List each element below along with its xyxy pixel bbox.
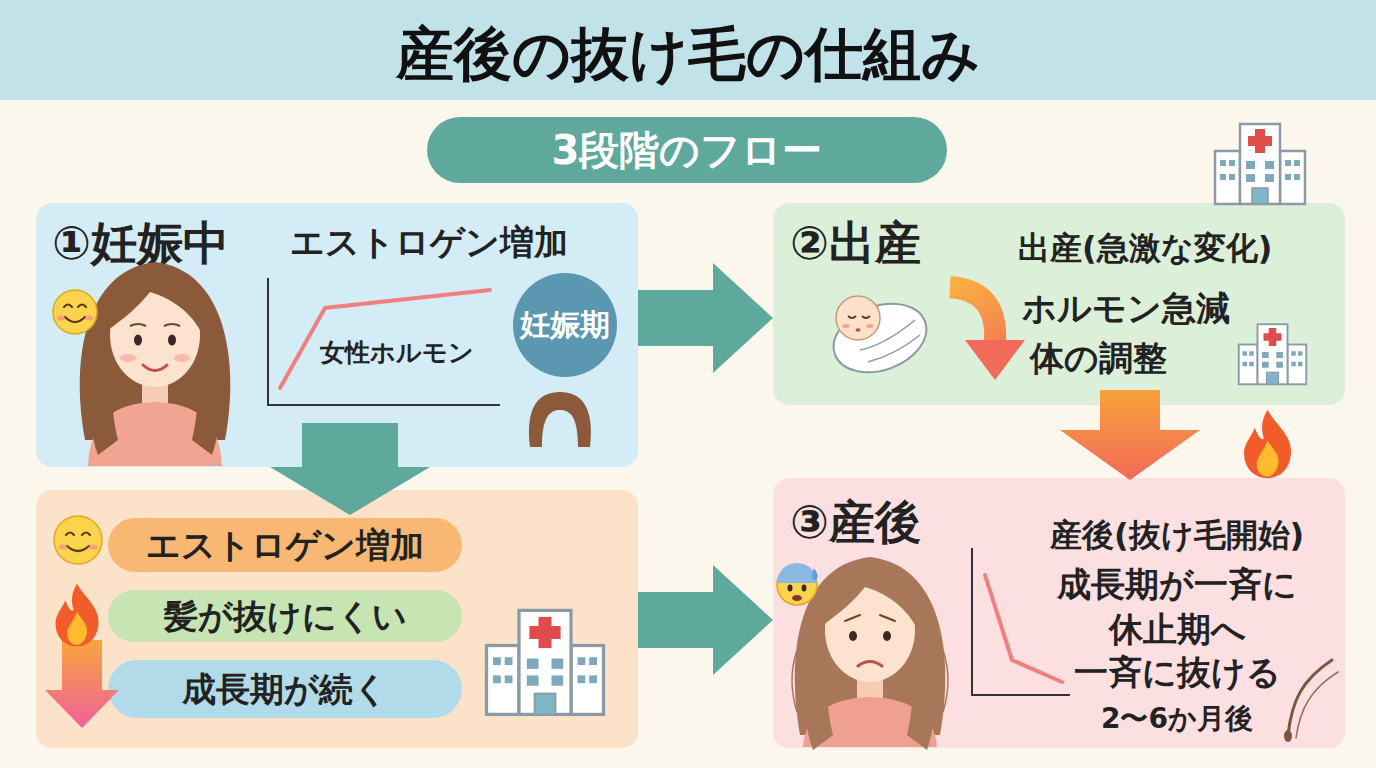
circle-shape <box>513 273 617 377</box>
flow-pill: 3段階のフロー <box>427 117 947 183</box>
node-text: 体の調整 <box>1030 337 1167 380</box>
node-text: ホルモン急減 <box>1022 287 1230 330</box>
node-text: 3段階のフロー <box>552 125 823 175</box>
node-text: 髪が抜けにくい <box>164 595 407 638</box>
node-text: 出産(急激な変化) <box>1018 228 1272 268</box>
node-text: エストロゲン増加 <box>290 221 568 264</box>
node-text: 一斉に抜ける <box>1047 651 1307 694</box>
flow-arrow <box>638 263 773 373</box>
stage-heading: ①妊娠中 <box>52 214 229 272</box>
period-circle: 妊娠期 <box>513 273 617 377</box>
stage-heading: ③産後 <box>790 493 921 551</box>
effect-pill: エストロゲン増加 <box>108 518 462 572</box>
node-text: 産後(抜け毛開始) <box>1017 515 1337 555</box>
title-band <box>0 0 1376 100</box>
node-text: 成長期が続く <box>182 668 388 711</box>
effect-pill: 髪が抜けにくい <box>108 590 462 642</box>
hospital-icon <box>1215 124 1305 204</box>
node-text: 妊娠期 <box>520 306 610 344</box>
effect-pill: 成長期が続く <box>108 660 462 718</box>
stage-box: ③産後 産後(抜け毛開始) 成長期が一斉に 休止期へ一斉に抜ける 2〜6か月後 <box>773 478 1345 748</box>
diagram-title: 産後の抜け毛の仕組み <box>0 18 1376 90</box>
stage-heading: ②出産 <box>790 214 921 272</box>
node-text: エストロゲン増加 <box>146 524 424 567</box>
stage-box: ①妊娠中 エストロゲン増加女性ホルモン 妊娠期 <box>36 203 638 467</box>
stage-box: ②出産 出産(急激な変化) ホルモン急減体の調整 <box>773 203 1345 405</box>
flow-arrow <box>638 565 773 675</box>
node-text: 女性ホルモン <box>320 337 474 368</box>
fire-icon <box>1244 410 1291 478</box>
effect-box: エストロゲン増加髪が抜けにくい成長期が続く <box>36 490 638 748</box>
node-text: 成長期が一斉に 休止期へ <box>1047 562 1307 652</box>
node-text: 2〜6か月後 <box>1047 701 1307 736</box>
